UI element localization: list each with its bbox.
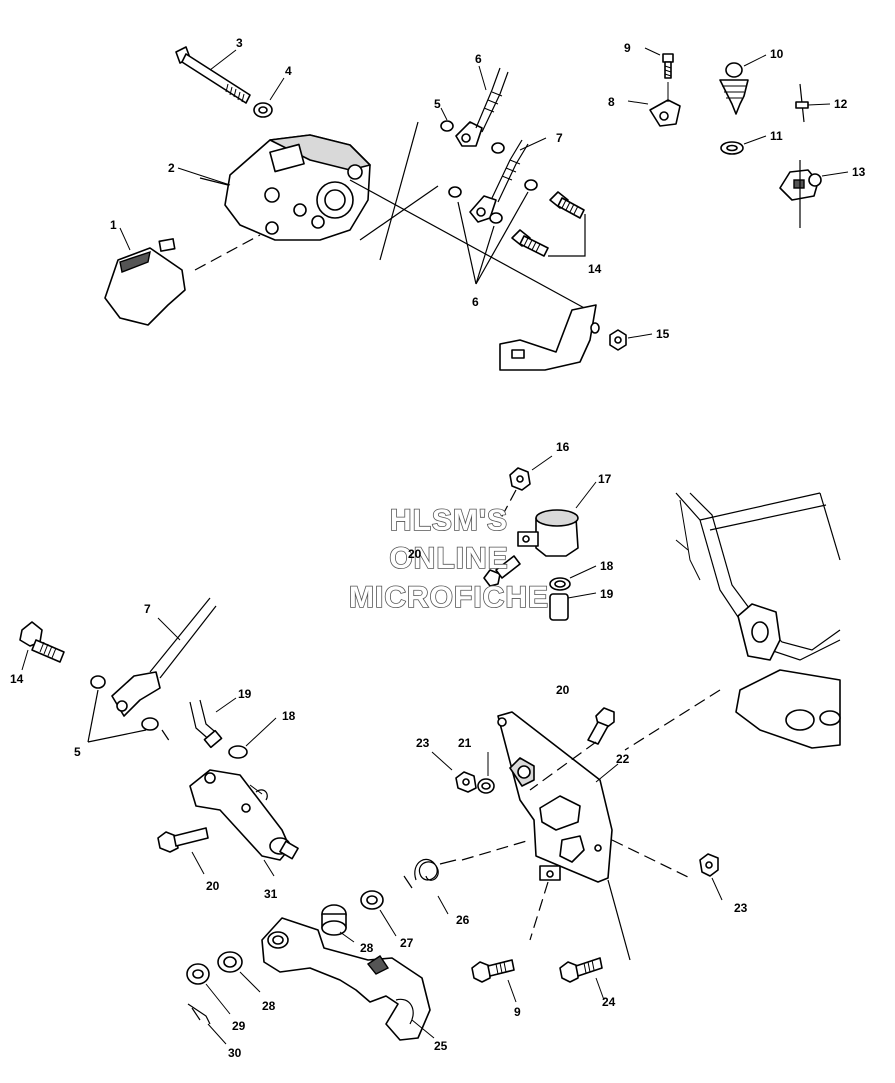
- brake-pedal: [261, 917, 431, 1041]
- brake-pad: [104, 238, 186, 326]
- caliper-mount-bolt-lower: [511, 229, 549, 257]
- reservoir-mount-bolt: [483, 555, 521, 587]
- small-screw: [662, 53, 674, 79]
- callout-18-lower: 18: [282, 709, 296, 723]
- caliper-washer: [253, 102, 273, 118]
- callout-31: 31: [264, 887, 278, 901]
- callout-23-left: 23: [416, 736, 430, 750]
- callout-25: 25: [434, 1039, 448, 1053]
- callout-5-lower: 5: [74, 745, 81, 759]
- pivot-bushing-upper: [321, 904, 347, 936]
- callout-5-top: 5: [434, 97, 441, 111]
- push-rivet: [719, 62, 749, 115]
- callout-18-top: 18: [600, 559, 614, 573]
- callout-11: 11: [770, 129, 783, 143]
- callout-10: 10: [770, 47, 784, 61]
- callout-9-top: 9: [624, 41, 631, 55]
- banjo-washer-top: [440, 120, 505, 154]
- callout-15: 15: [656, 327, 670, 341]
- callout-4: 4: [285, 64, 292, 78]
- cable-tie: [795, 83, 809, 123]
- callout-19-top: 19: [600, 587, 614, 601]
- callout-28-upper: 28: [360, 941, 374, 955]
- plate-bolt: [559, 957, 603, 983]
- reservoir-hose-upper: [549, 593, 569, 621]
- plate-mount-bolt: [587, 707, 615, 745]
- callout-17: 17: [598, 472, 612, 486]
- brake-line-fitting-mid: [469, 139, 529, 223]
- return-spring: [403, 858, 457, 889]
- callout-9-lower: 9: [514, 1005, 521, 1019]
- callout-13: 13: [852, 165, 866, 179]
- watermark-line-3: MICROFICHE: [349, 581, 549, 614]
- flat-washer: [720, 141, 744, 155]
- master-cylinder-bolt: [157, 827, 209, 853]
- callout-7-top: 7: [556, 131, 563, 145]
- pivot-washer-upper: [360, 890, 384, 910]
- brake-line-lower: [111, 597, 217, 717]
- callout-2: 2: [168, 161, 175, 175]
- hose-clamp-lower: [228, 745, 248, 759]
- callout-1: 1: [110, 218, 117, 232]
- cotter-pin: [187, 1003, 211, 1025]
- pedal-bolt-left: [19, 621, 65, 663]
- callout-3: 3: [236, 36, 243, 50]
- caliper-long-bolt: [175, 46, 251, 104]
- master-cylinder-nut: [509, 467, 531, 491]
- banjo-washer-mid: [448, 179, 538, 224]
- callout-19-lower: 19: [238, 687, 252, 701]
- master-cylinder-reservoir: [517, 509, 579, 557]
- reservoir-hose-lower: [189, 699, 223, 749]
- spacer-washer: [477, 778, 495, 794]
- watermark: HLSM'S ONLINE MICROFICHE: [348, 503, 549, 615]
- pedal-pivot-bolt: [471, 959, 515, 983]
- callout-20-top: 20: [408, 547, 422, 561]
- banjo-washer-lower: [90, 675, 159, 731]
- callout-21: 21: [458, 736, 472, 750]
- brake-line-fitting-top: [455, 67, 509, 147]
- callout-29: 29: [232, 1019, 246, 1033]
- watermark-line-2: ONLINE: [389, 542, 508, 575]
- callout-14-top: 14: [588, 262, 602, 276]
- callout-30: 30: [228, 1046, 242, 1060]
- pivot-washer-lower-a: [186, 963, 210, 985]
- caliper-mount-bolt-upper: [549, 191, 585, 219]
- callout-16: 16: [556, 440, 570, 454]
- brake-caliper: [224, 134, 371, 241]
- callout-7-lower: 7: [144, 602, 151, 616]
- flange-nut-top: [609, 329, 627, 351]
- callout-28-lower: 28: [262, 999, 276, 1013]
- mounting-bracket: [499, 304, 600, 371]
- callout-6-mid: 6: [472, 295, 479, 309]
- hose-clamp-upper: [549, 577, 571, 591]
- callout-23-right: 23: [734, 901, 748, 915]
- callout-26: 26: [456, 913, 470, 927]
- callout-12: 12: [834, 97, 848, 111]
- pivot-washer-lower-b: [217, 951, 243, 973]
- locknut-left: [455, 771, 477, 793]
- locknut-right: [699, 853, 719, 877]
- pedal-mount-plate: [497, 711, 613, 883]
- callout-8: 8: [608, 95, 615, 109]
- master-cylinder: [189, 769, 299, 861]
- callout-27: 27: [400, 936, 414, 950]
- watermark-line-1: HLSM'S: [390, 504, 508, 537]
- line-clip: [779, 160, 822, 228]
- callout-24: 24: [602, 995, 616, 1009]
- callout-22: 22: [616, 752, 630, 766]
- callout-20-right: 20: [556, 683, 570, 697]
- callout-6-top: 6: [475, 52, 482, 66]
- callout-14-lower: 14: [10, 672, 24, 686]
- callout-20-lower: 20: [206, 879, 220, 893]
- vehicle-frame: [675, 492, 841, 749]
- clamp-fitting: [649, 82, 681, 127]
